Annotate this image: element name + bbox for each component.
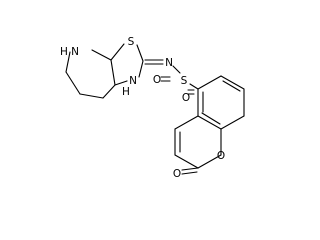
atom-n-thiazole: N [129,75,137,87]
bond [189,83,199,90]
molecule-canvas: N H S N H N S O O O O [60,36,245,180]
bond [181,171,198,175]
atom-o-ring: O [217,150,225,162]
bond [65,71,81,95]
bond [220,115,245,130]
bond [222,80,241,92]
atom-s-thiazole: S [128,36,135,48]
bond [174,154,199,169]
bond [174,115,199,130]
bond [110,59,116,86]
bond [197,154,222,169]
structure-diagram: N H S N H N S O O O O [60,36,245,180]
bond [172,65,181,74]
atom-labels: N H S N H N S O O O O [60,36,225,180]
atom-n-ring: N [71,46,79,58]
bond [197,115,222,130]
atom-o-carbonyl: O [173,168,181,180]
bond [114,80,128,86]
atom-o-sulfonyl-bottom: O [182,92,190,104]
bond [181,167,199,171]
bond-lines [65,43,245,175]
bond [91,49,112,61]
bond [65,51,71,73]
atom-o-sulfonyl-left: O [153,74,161,86]
bond [110,43,125,61]
bond [138,60,144,78]
bond [136,44,144,62]
bond [220,75,245,90]
bond [197,75,222,90]
atom-n-thiazole-h: H [122,86,130,98]
atom-n-ring-h: H [60,46,68,58]
atom-n-imine: N [165,57,173,69]
bond [79,93,104,99]
bond [201,112,221,125]
atom-s-sulfonyl: S [181,75,188,87]
bond [102,84,116,99]
